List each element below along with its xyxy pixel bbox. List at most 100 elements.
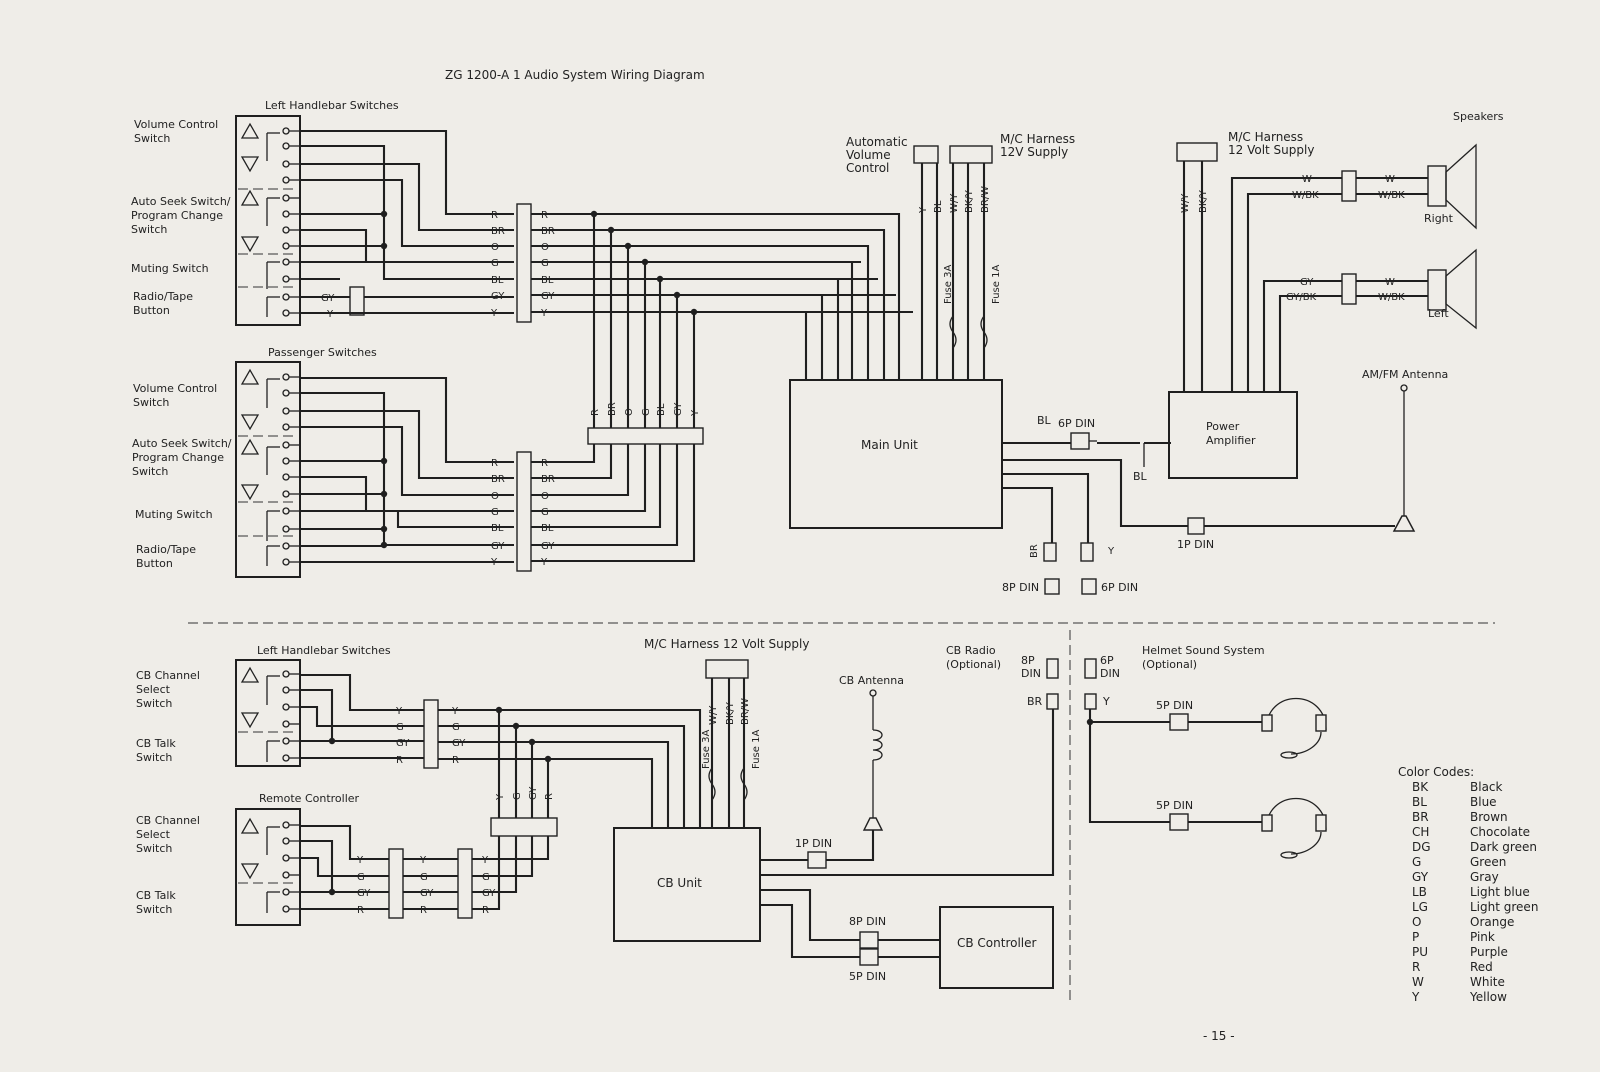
bl-right-label: BL: [1133, 470, 1148, 483]
cb-fuse-1a-symbol: [740, 767, 748, 801]
color-code-name: Dark green: [1470, 840, 1537, 854]
remote-wire-label: GY: [482, 888, 496, 899]
terminal: [282, 754, 290, 762]
remote-wire-label: R: [482, 905, 489, 916]
cb-junction-label: R: [544, 793, 555, 800]
rwire-G-up: [472, 836, 518, 894]
color-code-name: Red: [1470, 960, 1493, 974]
left-handlebar-switch-box: [235, 115, 301, 326]
up-button-icon: [240, 189, 260, 206]
wire-label: BR: [541, 226, 555, 237]
remote-wire-label: GY: [420, 888, 434, 899]
amp-supply-label: BK/Y: [1198, 189, 1209, 213]
color-code-name: White: [1470, 975, 1505, 989]
power-amp-label: Amplifier: [1206, 434, 1256, 447]
color-code-abbrev: O: [1412, 915, 1421, 929]
cb-6p-din-label: DIN: [1100, 667, 1120, 680]
wire-label: GY: [541, 291, 555, 302]
down-button-icon: [240, 156, 260, 173]
remote-wire-label: G: [482, 872, 490, 883]
terminal: [282, 703, 290, 711]
radio-tape-label: Button: [133, 304, 170, 317]
remote-talk-label: Switch: [136, 903, 172, 916]
amp-harness-label: 12 Volt Supply: [1228, 143, 1314, 157]
cb-channel-label: CB Channel: [136, 669, 200, 682]
rwire-R-up: [472, 836, 550, 861]
supply-wire-label: W/Y: [949, 193, 960, 213]
junction-dot: [690, 308, 698, 316]
cb-8p-connector: [1046, 658, 1059, 679]
terminal: [282, 160, 290, 168]
junction-dot: [380, 541, 388, 549]
avc-label: Automatic: [846, 135, 908, 149]
wire-label: BR: [541, 474, 555, 485]
cb-br-label: BR: [1027, 695, 1043, 708]
cb-6p-connector: [1084, 658, 1097, 679]
junction-dot: [380, 525, 388, 533]
terminal: [282, 507, 290, 515]
speaker-left-cone-icon: [1445, 248, 1477, 330]
color-code-name: Green: [1470, 855, 1506, 869]
cb-controller-label: CB Controller: [957, 936, 1037, 950]
wire-label: O: [491, 242, 499, 253]
terminal: [282, 142, 290, 150]
spk-label: GY: [1300, 277, 1314, 288]
avc-label: Volume: [846, 148, 891, 162]
wire-BL: [300, 260, 514, 281]
cb-junction-label: Y: [495, 793, 506, 801]
wire-label: R: [491, 210, 498, 221]
cb-supply-label: BR/W: [740, 698, 751, 725]
junction-dot: [528, 738, 536, 746]
headset-left-ear-icon: [1261, 714, 1273, 732]
junction-block: [587, 427, 704, 445]
left-handlebar-title: Left Handlebar Switches: [265, 99, 399, 112]
terminal: [282, 226, 290, 234]
wire-label: BL: [541, 275, 554, 286]
junction-dot: [641, 258, 649, 266]
fuse-3a-symbol: [949, 315, 957, 349]
junction-wire-label: R: [590, 409, 601, 416]
wire-label: Y: [540, 308, 548, 319]
terminal: [282, 670, 290, 678]
diagram-title: ZG 1200-A 1 Audio System Wiring Diagram: [445, 68, 705, 82]
spk-label: W: [1385, 277, 1395, 288]
wire-y-6p: [1002, 472, 1090, 543]
color-code-abbrev: LG: [1412, 900, 1428, 914]
cb-radio-label: CB Radio: [946, 644, 996, 657]
wire-GY-main: [677, 293, 824, 380]
helmet-din-2: [1169, 813, 1189, 831]
din-6p-label: 6P DIN: [1058, 417, 1095, 430]
terminal: [282, 473, 290, 481]
headset-mic-boom-icon: [1290, 731, 1322, 755]
terminal: [282, 542, 290, 550]
cb-din-1p-label: 1P DIN: [795, 837, 832, 850]
headset-mic-icon: [1280, 851, 1298, 859]
color-code-abbrev: P: [1412, 930, 1419, 944]
cb-din-8p-connector: [859, 931, 879, 949]
wire-label: G: [491, 258, 499, 269]
wire-label: R: [541, 458, 548, 469]
antenna-wire: [1002, 458, 1188, 528]
cb-junction-label: GY: [528, 786, 539, 800]
color-code-name: Orange: [1470, 915, 1514, 929]
wire-O: [300, 178, 514, 248]
terminal: [282, 854, 290, 862]
din-1p-connector: [1187, 517, 1205, 535]
passenger-volume-label: Volume Control: [133, 382, 217, 395]
harness-label: 12V Supply: [1000, 145, 1068, 159]
color-code-name: Gray: [1470, 870, 1499, 884]
terminal: [282, 210, 290, 218]
color-code-name: Chocolate: [1470, 825, 1530, 839]
fuse-3a-label: Fuse 3A: [943, 265, 954, 304]
terminal: [282, 558, 290, 566]
passenger-muting-label: Muting Switch: [135, 508, 213, 521]
terminal: [282, 737, 290, 745]
junction-wire-label: GY: [673, 402, 684, 416]
down-button-icon: [240, 484, 260, 501]
terminal: [869, 689, 877, 697]
passenger-autoseek-label: Auto Seek Switch/: [132, 437, 232, 450]
headset-right-ear-icon: [1315, 714, 1327, 732]
terminal: [282, 837, 290, 845]
